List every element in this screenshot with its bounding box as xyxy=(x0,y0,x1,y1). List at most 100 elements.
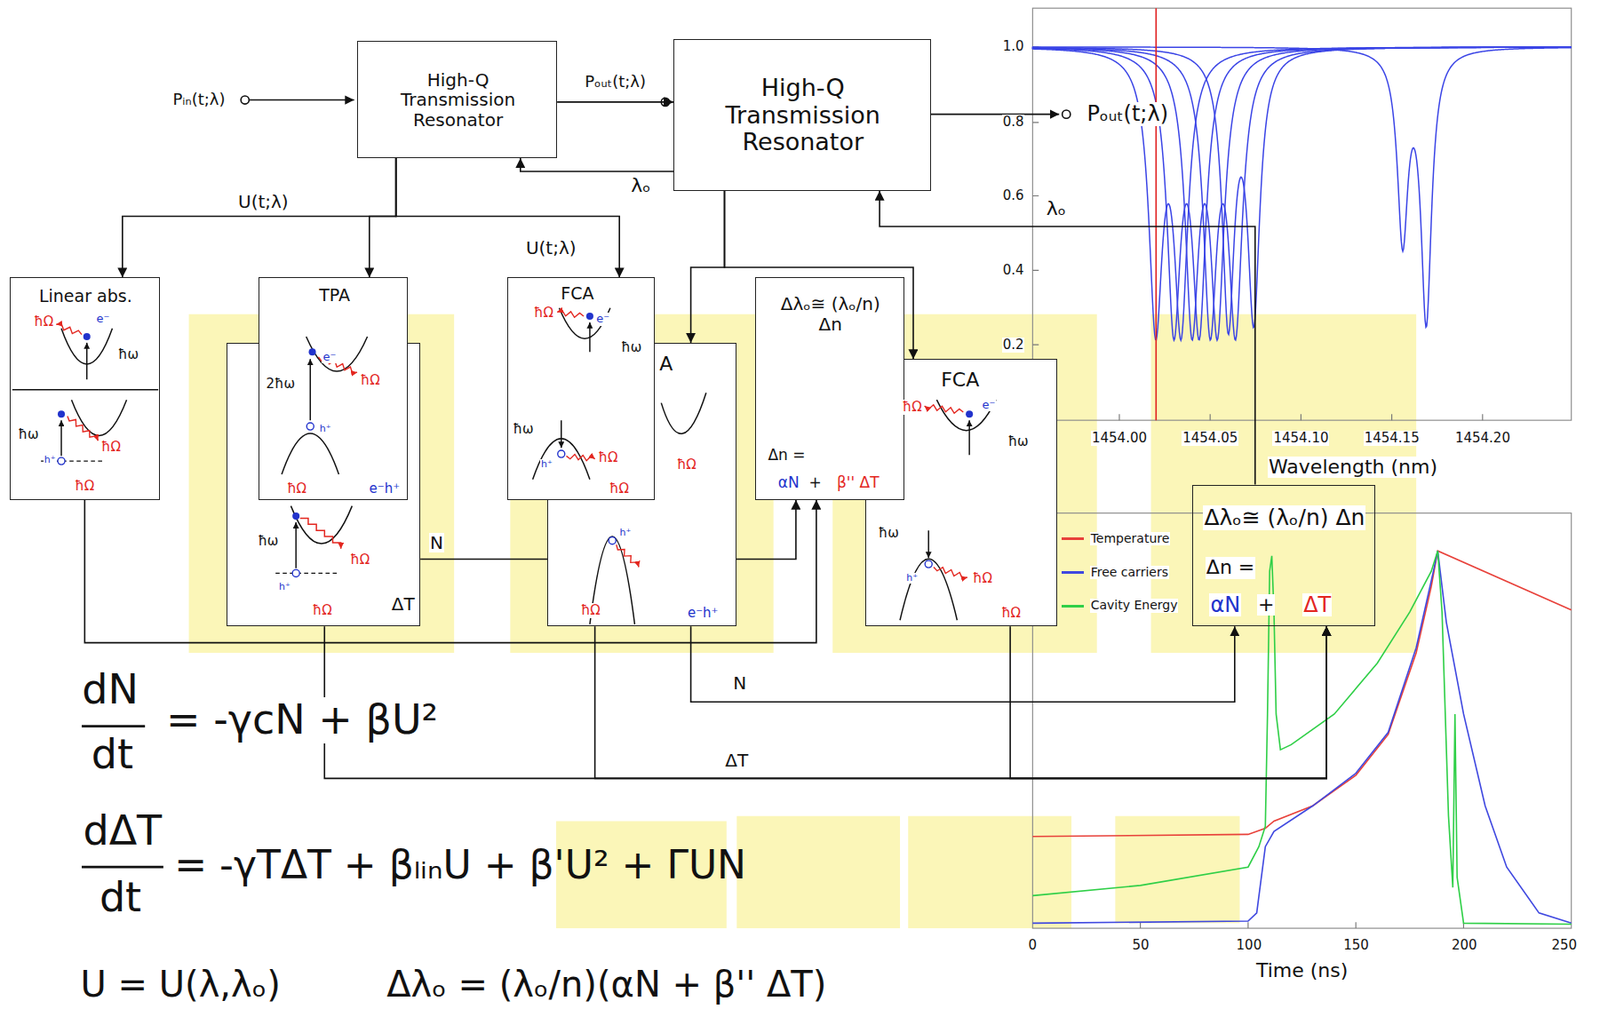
axis-label: 1454.10 xyxy=(1272,430,1330,446)
transmission-curve xyxy=(1032,47,1572,341)
band-curve xyxy=(306,336,368,372)
text-holder: + xyxy=(807,474,822,492)
text-holder: ħΩ xyxy=(286,481,308,497)
text-holder: e⁻ xyxy=(595,312,611,327)
signal-arrow xyxy=(369,158,397,278)
label-holder: dt xyxy=(90,732,135,779)
symbol-label: e⁻h⁺ xyxy=(368,481,402,497)
photon-arrow xyxy=(86,342,88,380)
signal-arrow xyxy=(520,158,674,172)
box-title: FCA xyxy=(939,369,980,392)
legend-swatch xyxy=(1061,571,1084,574)
label-holder: Pₒᵤₜ(t;λ) xyxy=(583,72,647,91)
level-line xyxy=(275,573,337,574)
label-holder: 1454.20 xyxy=(1454,430,1512,446)
signal-label: λₒ xyxy=(1045,198,1067,221)
symbol-label: ħΩ xyxy=(971,571,994,587)
symbol-label: ħω xyxy=(17,427,40,443)
text-holder: e⁻ xyxy=(980,398,996,413)
resonator-box: High-Q Transmission Resonator xyxy=(357,40,558,159)
text-holder: TPA xyxy=(318,286,351,305)
axis-label: 1454.05 xyxy=(1181,430,1239,446)
text-holder: A xyxy=(658,353,674,376)
axis-label: Wavelength (nm) xyxy=(1267,456,1439,479)
signal-label: U(t;λ) xyxy=(237,191,290,212)
transmission-curve xyxy=(1032,47,1572,341)
electron-dot xyxy=(586,312,594,320)
drawn-path xyxy=(1032,47,1482,421)
symbol-label: ħΩ xyxy=(100,439,122,455)
text-holder: High-Q Transmission Resonator xyxy=(706,74,900,156)
text-holder: ħΩ xyxy=(608,481,630,497)
symbol-label: ħω xyxy=(877,525,900,542)
signal-arrow xyxy=(691,626,1235,702)
text-holder: ħω xyxy=(620,340,643,356)
process-box: Linear abs.ħΩe⁻ħωħωh⁺ħΩħΩ xyxy=(9,277,160,500)
symbol-label: αN xyxy=(1209,593,1242,618)
phonon-arrow xyxy=(67,416,98,442)
text-holder: e⁻ xyxy=(95,312,111,327)
text-holder: e⁻ xyxy=(321,350,337,365)
drawn-g xyxy=(1032,550,1571,924)
formula-box: Δλₒ≅ (λₒ/n) ΔnΔn =αN+β'' ΔT xyxy=(755,277,905,500)
label-holder: = -γcN + βU² xyxy=(165,697,439,744)
text-holder: Δn = xyxy=(766,446,806,464)
text-holder: h⁺ xyxy=(318,423,333,435)
text-holder: h⁺ xyxy=(619,527,633,539)
text-holder: ħω xyxy=(117,347,140,363)
text-holder: h⁺ xyxy=(43,454,57,466)
band-curve xyxy=(899,558,957,621)
text-holder: Linear abs. xyxy=(38,286,134,306)
symbol-label: + xyxy=(807,474,822,492)
symbol-label: ħΩ xyxy=(286,481,308,497)
axis-label: 150 xyxy=(1342,938,1370,954)
symbol-label: h⁺ xyxy=(619,527,633,539)
label-holder: 0.4 xyxy=(1002,262,1026,279)
text-holder: ħω xyxy=(256,533,279,550)
label-holder: 1454.00 xyxy=(1090,430,1148,446)
symbol-label: h⁺ xyxy=(43,454,57,466)
label-holder: = -γTΔT + βₗᵢₙU + β'U² + ΓUN xyxy=(173,843,748,887)
drawn-path xyxy=(81,724,145,728)
symbol-label: ħω xyxy=(1007,434,1030,450)
drawn-path xyxy=(248,99,354,102)
label-holder: dΔT xyxy=(81,808,163,855)
label-holder: 50 xyxy=(1131,938,1151,954)
phonon-arrow xyxy=(616,544,639,567)
text-holder: 2ħω xyxy=(264,376,296,392)
text-holder: Δλₒ≅ (λₒ/n) Δn xyxy=(767,294,894,335)
equation-text: dΔT xyxy=(81,808,163,855)
drawn-path xyxy=(931,113,1060,116)
symbol-label: h⁺ xyxy=(278,581,292,593)
label-holder: 0.2 xyxy=(1002,337,1026,353)
transmission-curve xyxy=(1032,47,1572,341)
drawn-rect xyxy=(1151,314,1417,653)
electron-dot xyxy=(965,410,973,418)
time-curve xyxy=(1032,550,1571,924)
symbol-label: ħΩ xyxy=(901,399,924,415)
electron-dot xyxy=(309,348,317,356)
label-holder: Cavity Energy xyxy=(1090,598,1179,613)
drawn-g xyxy=(1032,47,1572,341)
drawn-rect xyxy=(1032,513,1571,929)
signal-name: Pₒᵤₜ(t;λ) xyxy=(1085,102,1170,127)
label-holder: 0.6 xyxy=(1002,188,1026,204)
symbol-label: ħΩ xyxy=(608,481,630,497)
drawn-rect xyxy=(907,816,1072,929)
phonon-cascade xyxy=(300,517,342,549)
label-holder: 1.0 xyxy=(1002,39,1026,55)
text-holder: e⁻h⁺ xyxy=(686,605,720,621)
signal-label: ΔT xyxy=(724,750,749,771)
hole-dot xyxy=(608,537,616,545)
formula-box: Δλₒ≅ (λₒ/n) ΔnΔn =αN+ΔT xyxy=(1192,485,1377,628)
axis-label: Time (ns) xyxy=(1255,960,1349,983)
band-curve xyxy=(281,433,339,475)
drawn-g xyxy=(84,102,1327,780)
drawn-path xyxy=(81,866,164,869)
box-title: Δλₒ≅ (λₒ/n) Δn xyxy=(1202,505,1366,531)
label-holder: 1454.15 xyxy=(1363,430,1421,446)
box-title: TPA xyxy=(318,286,351,305)
resonator-box: High-Q Transmission Resonator xyxy=(673,39,931,192)
text-holder: ħΩ xyxy=(32,314,55,330)
label-holder: λₒ xyxy=(1045,198,1067,221)
